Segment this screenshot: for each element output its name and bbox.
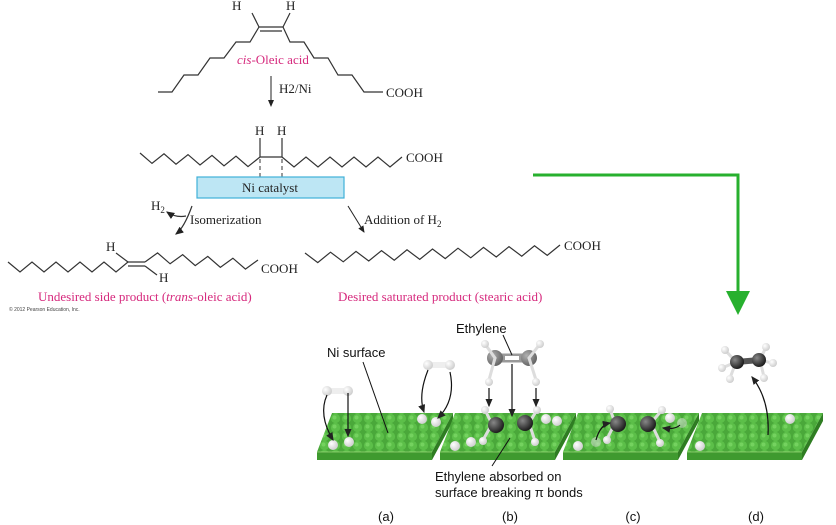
hydrogen-atom bbox=[479, 437, 487, 445]
hydrogen-atom bbox=[656, 439, 664, 447]
side-product-label: Undesired side product (trans-oleic acid… bbox=[38, 289, 252, 304]
hydrogen-atom bbox=[573, 441, 583, 451]
panel-label-a: (a) bbox=[378, 509, 394, 524]
h-atom: H bbox=[286, 0, 295, 13]
hydrogen-atom bbox=[541, 414, 551, 424]
ni-surface-plate bbox=[687, 413, 823, 460]
ni-surface-pointer bbox=[362, 361, 389, 434]
reaction-arrows bbox=[323, 364, 769, 442]
hydrogen-atom bbox=[606, 405, 614, 413]
catalyst-label: Ni catalyst bbox=[242, 180, 298, 195]
h-atom: H bbox=[159, 270, 168, 285]
cooh-label: COOH bbox=[406, 150, 443, 165]
ethylene-label: Ethylene bbox=[456, 321, 507, 336]
carbon-atom bbox=[640, 416, 656, 432]
hydrogen-atom bbox=[343, 386, 353, 396]
ni-surface-label: Ni surface bbox=[327, 345, 386, 360]
carbon-chain bbox=[282, 26, 383, 93]
hydrogen-atom bbox=[481, 406, 489, 414]
hydrogen-atom bbox=[536, 340, 544, 348]
carbon-chain bbox=[7, 261, 129, 273]
hydrogen-atom bbox=[721, 346, 729, 354]
hydrogen-atom bbox=[591, 437, 601, 447]
ni-catalyst-box bbox=[196, 176, 345, 199]
h2-label: H2 bbox=[151, 198, 165, 215]
hydrogen-atom bbox=[762, 343, 770, 351]
h-atom: H bbox=[277, 123, 286, 138]
absorbed-label-2: surface breaking π bonds bbox=[435, 485, 583, 500]
hydrogen-atom bbox=[665, 413, 675, 423]
carbon-atom bbox=[730, 355, 744, 369]
hydrogen-atom bbox=[466, 437, 476, 447]
hydrogen-atom bbox=[726, 375, 734, 383]
hydrogen-atom bbox=[485, 378, 493, 386]
carbon-chain bbox=[144, 252, 259, 270]
cooh-label: COOH bbox=[564, 238, 601, 253]
hydrogen-atom bbox=[603, 436, 611, 444]
panel-label-b: (b) bbox=[502, 509, 518, 524]
hydrogen-atom bbox=[718, 364, 726, 372]
reactant-label: cis-Oleic acid bbox=[237, 52, 309, 67]
hydrogen-atom bbox=[785, 414, 795, 424]
hydrogen-atom bbox=[695, 441, 705, 451]
cooh-label: COOH bbox=[386, 85, 423, 100]
desired-product-label: Desired saturated product (stearic acid) bbox=[338, 289, 542, 304]
h-atom: H bbox=[106, 239, 115, 254]
cooh-label: COOH bbox=[261, 261, 298, 276]
hydrogen-atom bbox=[445, 360, 455, 370]
hydrogen-atom bbox=[658, 406, 666, 414]
carbon-chain bbox=[158, 26, 260, 93]
hydrogen-atom bbox=[322, 386, 332, 396]
carbon-atom bbox=[610, 416, 626, 432]
panel-label-d: (d) bbox=[748, 509, 764, 524]
hydrogen-atom bbox=[532, 378, 540, 386]
hydrogen-atom bbox=[531, 438, 539, 446]
hydrogen-atom bbox=[760, 374, 768, 382]
hydrogen-atom bbox=[769, 359, 777, 367]
carbon-atom bbox=[752, 353, 766, 367]
atoms bbox=[322, 340, 795, 451]
hydrogen-atom bbox=[328, 440, 338, 450]
h-atom: H bbox=[232, 0, 241, 13]
hydrogen-atom bbox=[450, 441, 460, 451]
hydrogen-atom bbox=[481, 340, 489, 348]
reagent-label: H2/Ni bbox=[279, 81, 312, 96]
hydrogen-atom bbox=[533, 406, 541, 414]
carbon-atom bbox=[488, 417, 504, 433]
copyright: © 2012 Pearson Education, Inc. bbox=[9, 306, 80, 313]
hydrogen-atom bbox=[417, 414, 427, 424]
addition-label: Addition of H2 bbox=[364, 212, 441, 229]
carbon-chain bbox=[304, 244, 561, 264]
carbon-chain bbox=[139, 152, 261, 168]
carbon-atom bbox=[517, 415, 533, 431]
ni-surfaces bbox=[317, 413, 823, 460]
hydrogen-atom bbox=[344, 437, 354, 447]
isomerization-label: Isomerization bbox=[190, 212, 262, 227]
hydrogen-atom bbox=[552, 416, 562, 426]
hydrogen-atom bbox=[423, 360, 433, 370]
hydrogen-atom bbox=[431, 417, 441, 427]
molecule-chains bbox=[7, 26, 561, 273]
green-arrow bbox=[533, 173, 750, 315]
absorbed-label-1: Ethylene absorbed on bbox=[435, 469, 561, 484]
h-atom: H bbox=[255, 123, 264, 138]
carbon-chain bbox=[281, 156, 403, 168]
panel-label-c: (c) bbox=[625, 509, 640, 524]
